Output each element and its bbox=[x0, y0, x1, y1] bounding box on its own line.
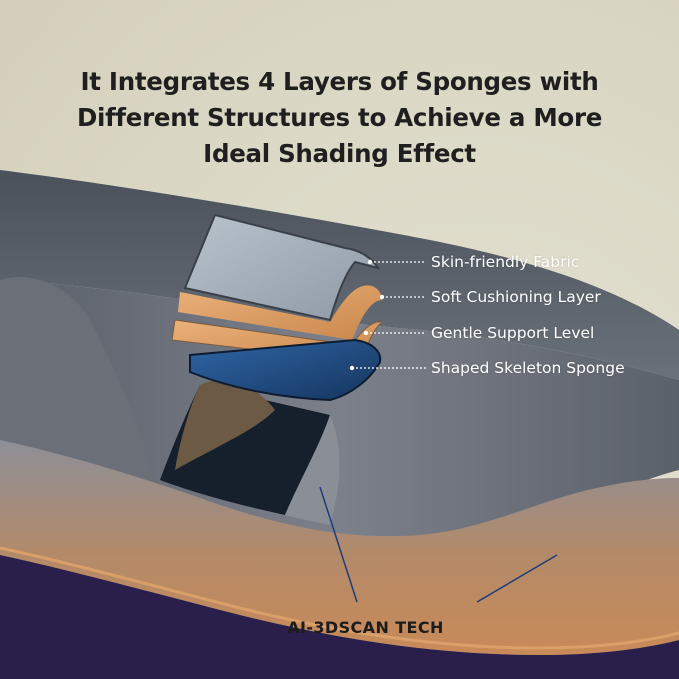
headline-line-2: Different Structures to Achieve a More bbox=[76, 103, 603, 132]
mask-base-rim bbox=[0, 555, 679, 679]
tech-pointer-lines bbox=[319, 486, 558, 603]
layer-label-fabric: Skin-friendly Fabric bbox=[431, 253, 580, 271]
layer-label-skeleton: Shaped Skeleton Sponge bbox=[431, 359, 625, 377]
layer-piece-soft-cushion bbox=[178, 285, 382, 340]
leader-dots bbox=[349, 259, 385, 371]
headline-line-1: It Integrates 4 Layers of Sponges with bbox=[80, 67, 599, 96]
layer-label-support: Gentle Support Level bbox=[431, 324, 595, 342]
headline-line-3: Ideal Shading Effect bbox=[203, 139, 476, 168]
layer-label-soft-cushion: Soft Cushioning Layer bbox=[431, 288, 601, 306]
leader-lines bbox=[352, 261, 426, 369]
headline: It Integrates 4 Layers of Sponges with D… bbox=[0, 64, 679, 172]
layer-piece-fabric bbox=[183, 213, 381, 322]
layer-piece-skeleton bbox=[189, 338, 382, 402]
tech-label: AI-3DSCAN TECH bbox=[287, 618, 444, 637]
